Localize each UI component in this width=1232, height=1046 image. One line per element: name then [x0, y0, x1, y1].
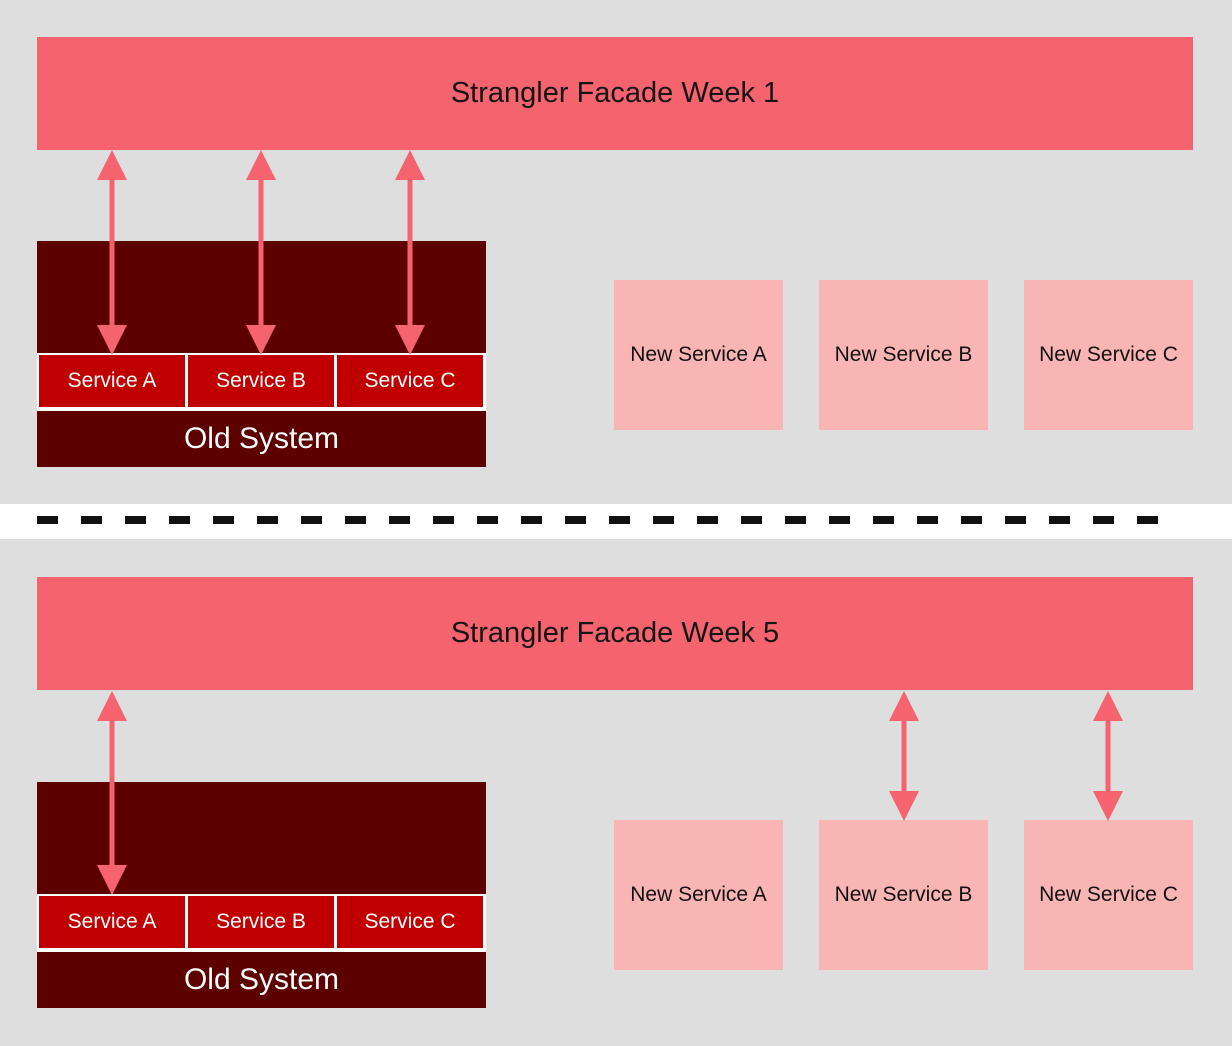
old-service-b-label: Service B — [216, 910, 306, 933]
strangler-facade-week-1: Strangler Facade Week 1 — [37, 37, 1193, 150]
new-service-b-label: New Service B — [834, 343, 973, 366]
old-service-c: Service C — [337, 896, 483, 948]
old-service-c-label: Service C — [364, 910, 456, 933]
facade-label: Strangler Facade Week 5 — [450, 617, 780, 649]
new-service-b: New Service B — [819, 280, 988, 430]
old-system-label: Old System — [183, 963, 340, 996]
old-service-a-label: Service A — [67, 910, 157, 933]
old-service-b: Service B — [188, 355, 334, 407]
new-service-a: New Service A — [614, 820, 783, 970]
old-service-c-label: Service C — [364, 369, 456, 392]
facade-label: Strangler Facade Week 1 — [450, 77, 780, 109]
old-service-b: Service B — [188, 896, 334, 948]
new-service-c-label: New Service C — [1039, 883, 1178, 906]
old-service-a-label: Service A — [67, 369, 157, 392]
old-service-b-label: Service B — [216, 369, 306, 392]
new-service-a-label: New Service A — [630, 883, 767, 906]
old-services-row: Service A Service B Service C — [37, 353, 486, 411]
old-service-a: Service A — [39, 896, 185, 948]
old-services-row: Service A Service B Service C — [37, 894, 486, 952]
old-service-c: Service C — [337, 355, 483, 407]
new-service-c: New Service C — [1024, 820, 1193, 970]
new-service-b: New Service B — [819, 820, 988, 970]
new-service-a-label: New Service A — [630, 343, 767, 366]
dashed-divider — [37, 516, 1177, 524]
new-service-a: New Service A — [614, 280, 783, 430]
strangler-facade-week-5: Strangler Facade Week 5 — [37, 577, 1193, 690]
new-service-c-label: New Service C — [1039, 343, 1178, 366]
old-service-a: Service A — [39, 355, 185, 407]
old-system-label: Old System — [183, 422, 340, 455]
new-service-b-label: New Service B — [834, 883, 973, 906]
new-service-c: New Service C — [1024, 280, 1193, 430]
week-5-panel: Strangler Facade Week 5 Service A Servic… — [0, 539, 1232, 1046]
